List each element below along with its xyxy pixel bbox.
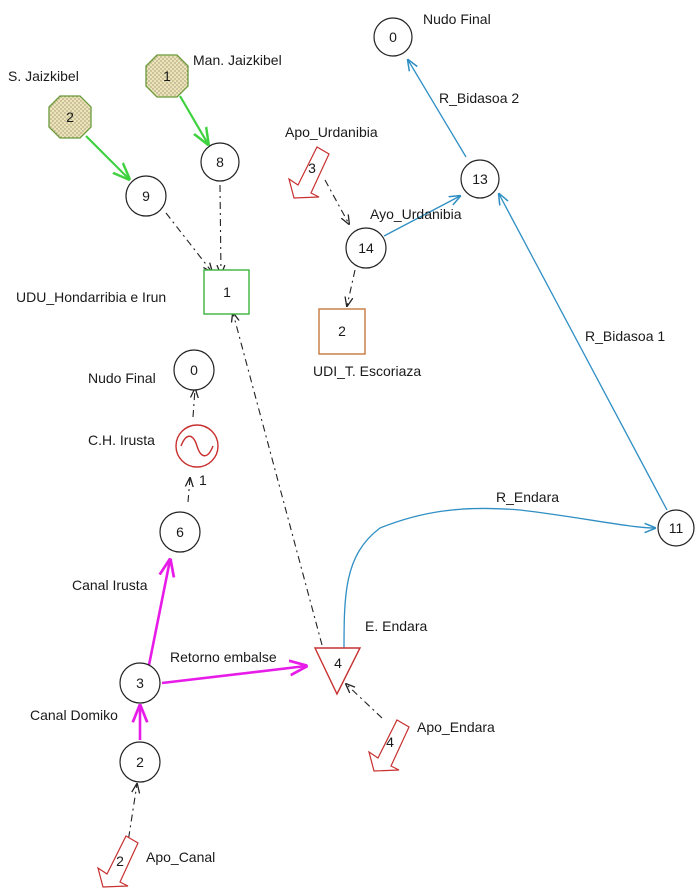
link-ayo-urdanibia[interactable] [383, 196, 460, 237]
node-9[interactable]: 9 [125, 175, 167, 217]
link-canal-irusta[interactable] [147, 560, 170, 666]
label-nudo-final-top: Nudo Final [423, 11, 491, 27]
label-canal-irusta: Canal Irusta [72, 577, 148, 593]
label-udu-hondarribia: UDU_Hondarribia e Irun [16, 289, 166, 305]
inflow-apo-urdanibia[interactable]: 3 [288, 146, 330, 199]
node-0-left[interactable]: 0 [173, 349, 215, 391]
hydro-plant-irusta[interactable]: 1 [175, 424, 219, 488]
label-apo-urdanibia: Apo_Urdanibia [285, 124, 378, 140]
node-3-number: 3 [136, 675, 144, 691]
label-man-jaizkibel: Man. Jaizkibel [193, 52, 282, 68]
label-nudo-final-left: Nudo Final [88, 370, 156, 386]
inflow-apo-urdanibia-number: 3 [308, 160, 316, 176]
sine-wave-icon [180, 435, 214, 457]
label-canal-domiko: Canal Domiko [30, 707, 118, 723]
link-9-to-udu[interactable] [165, 212, 212, 272]
node-0-top[interactable]: 0 [373, 17, 413, 57]
inflow-apo-canal-number: 2 [116, 853, 124, 869]
link-r-endara[interactable] [343, 507, 655, 653]
node-13-number: 13 [472, 171, 488, 187]
link-reservoir-to-udu[interactable] [233, 313, 323, 646]
node-2[interactable]: 2 [119, 741, 161, 783]
link-plant-to-nudo-final[interactable] [193, 389, 195, 418]
link-6-to-plant[interactable] [188, 478, 190, 503]
inflow-apo-endara-number: 4 [386, 734, 394, 750]
node-3[interactable]: 3 [119, 662, 161, 704]
label-apo-canal: Apo_Canal [146, 849, 215, 865]
node-14[interactable]: 14 [345, 227, 387, 269]
link-apo-urdanibia[interactable] [324, 179, 349, 224]
link-14-to-udi[interactable] [347, 269, 356, 306]
node-9-number: 9 [142, 188, 150, 204]
link-s2-to-9[interactable] [85, 135, 129, 179]
label-retorno-embalse: Retorno embalse [170, 649, 277, 665]
reservoir-number: 4 [334, 655, 342, 671]
source-1[interactable]: 1 [145, 54, 189, 98]
link-r-bidasoa2[interactable] [408, 60, 467, 158]
node-8[interactable]: 8 [200, 142, 240, 182]
link-r-bidasoa1[interactable] [499, 194, 668, 511]
label-e-endara: E. Endara [365, 618, 427, 634]
label-ayo-urdanibia: Ayo_Urdanibia [370, 206, 462, 222]
source-2[interactable]: 2 [48, 95, 92, 139]
label-r-bidasoa2: R_Bidasoa 2 [439, 90, 519, 106]
node-6[interactable]: 6 [159, 511, 201, 553]
demand-udi-2-number: 2 [338, 323, 346, 339]
link-8-to-udu[interactable] [220, 184, 221, 274]
label-apo-endara: Apo_Endara [417, 719, 495, 735]
link-apo-endara[interactable] [346, 684, 383, 719]
inflow-apo-canal[interactable]: 2 [97, 835, 139, 888]
demand-udu-1[interactable]: 1 [203, 269, 250, 315]
demand-udi-2[interactable]: 2 [318, 308, 366, 355]
node-8-number: 8 [216, 154, 224, 170]
label-s-jaizkibel: S. Jaizkibel [8, 68, 79, 84]
source-2-number: 2 [66, 109, 74, 125]
node-13[interactable]: 13 [460, 159, 500, 199]
node-2-number: 2 [136, 754, 144, 770]
label-r-endara: R_Endara [496, 489, 559, 505]
inflow-apo-endara[interactable]: 4 [368, 719, 410, 772]
node-11[interactable]: 11 [657, 509, 695, 547]
demand-udu-1-number: 1 [223, 284, 231, 300]
source-1-number: 1 [163, 68, 171, 84]
node-11-number: 11 [669, 520, 684, 536]
node-0-top-number: 0 [389, 29, 397, 45]
node-6-number: 6 [176, 524, 184, 540]
reservoir-endara[interactable]: 4 [313, 647, 362, 696]
node-0-left-number: 0 [190, 362, 198, 378]
link-retorno-embalse[interactable] [161, 666, 306, 685]
label-ch-irusta: C.H. Irusta [88, 432, 155, 448]
label-r-bidasoa1: R_Bidasoa 1 [585, 328, 665, 344]
plant-outlet-number: 1 [199, 472, 207, 488]
node-14-number: 14 [358, 240, 374, 256]
label-udi-escoriaza: UDI_T. Escoriaza [313, 363, 421, 379]
link-s1-to-8[interactable] [179, 95, 208, 144]
